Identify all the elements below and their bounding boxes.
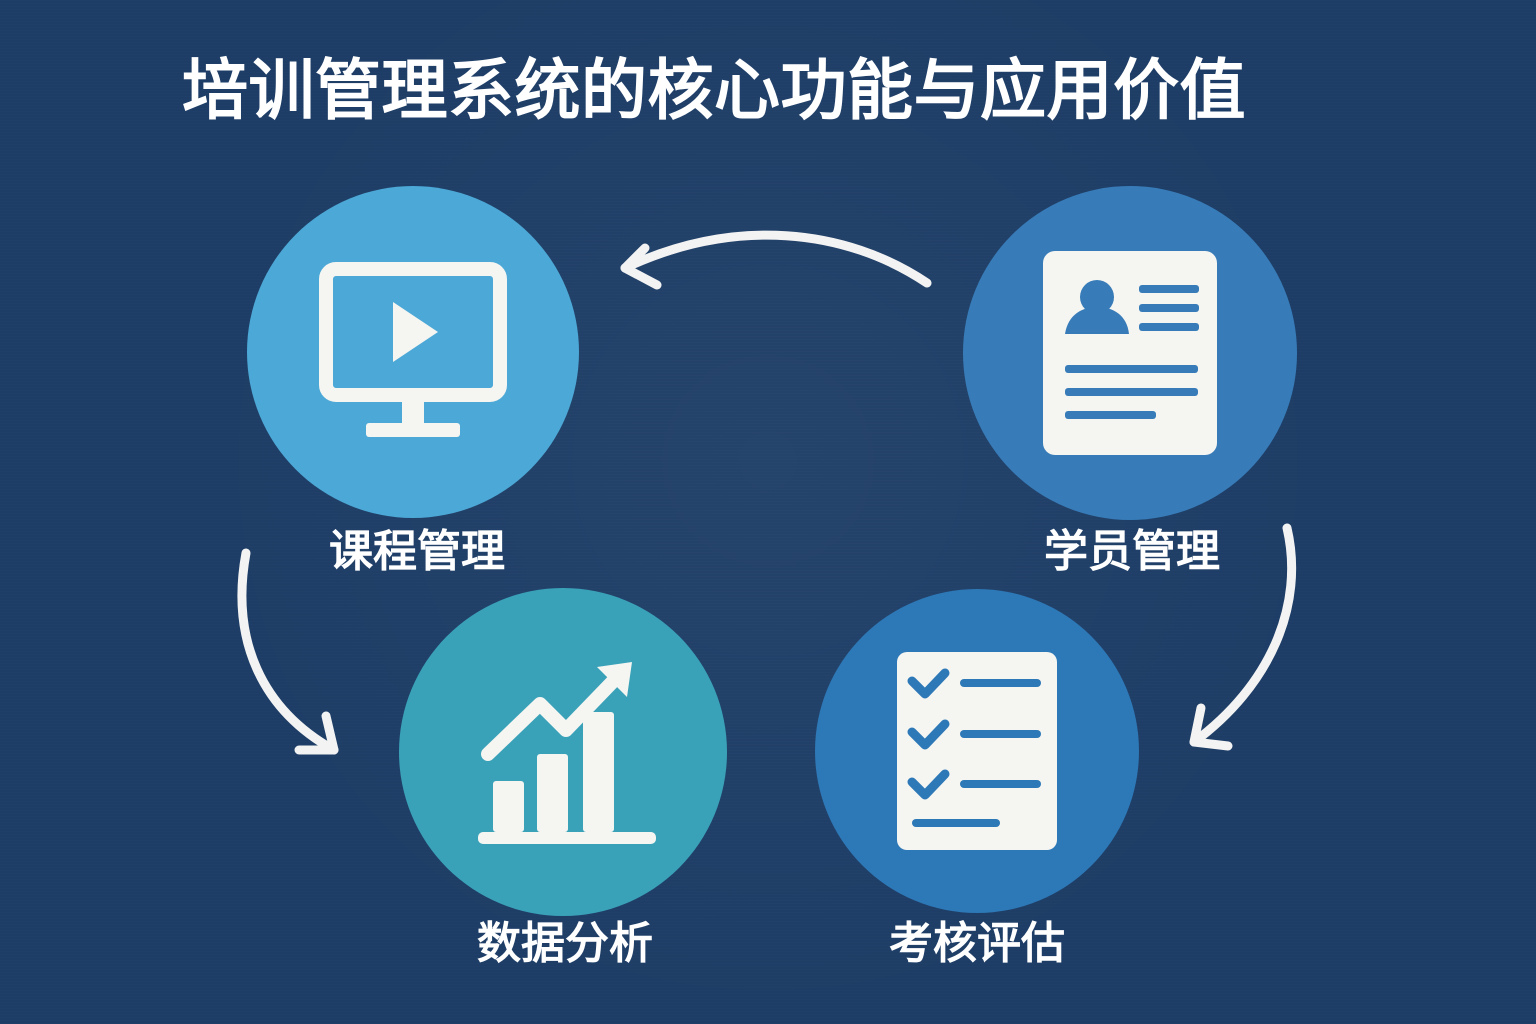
arrowhead-student-to-assessment: [1189, 703, 1233, 751]
arrowhead-course-to-analysis: [294, 711, 339, 755]
growth-chart-icon: [468, 652, 658, 852]
profile-card-icon: [1035, 243, 1225, 463]
checklist-icon: [892, 646, 1062, 856]
monitor-play-icon: [308, 257, 518, 447]
data-analysis-label: 数据分析: [477, 918, 653, 969]
course-management-node[interactable]: [247, 186, 579, 518]
arrowhead-student-to-course: [620, 243, 662, 290]
arrow-course-to-analysis: [237, 548, 339, 755]
arrow-student-to-assessment: [1189, 523, 1297, 747]
student-management-node[interactable]: [963, 186, 1297, 520]
arrow-student-to-course: [620, 230, 932, 288]
assessment-node[interactable]: [815, 589, 1139, 913]
student-management-label: 学员管理: [1044, 526, 1220, 577]
page-title: 培训管理系统的核心功能与应用价值: [182, 52, 1246, 129]
data-analysis-node[interactable]: [399, 588, 727, 916]
course-management-label: 课程管理: [329, 526, 505, 577]
assessment-label: 考核评估: [889, 918, 1065, 969]
